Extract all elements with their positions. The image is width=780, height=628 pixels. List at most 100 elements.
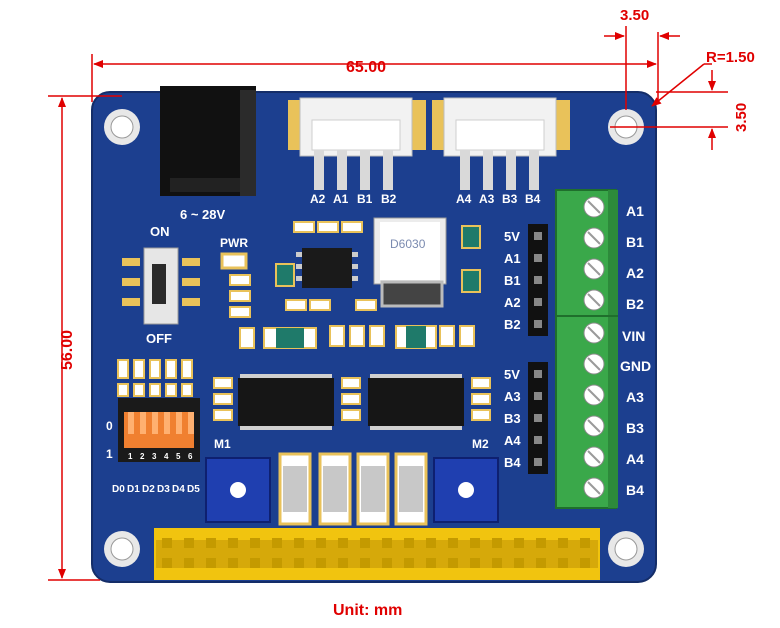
pwr-led — [220, 252, 248, 270]
gpio-pin — [426, 538, 436, 548]
gpio-pin — [382, 538, 392, 548]
dip-label-d4: D4 — [172, 484, 185, 495]
gpio-pin — [536, 538, 546, 548]
mounting-hole-bottom-left — [104, 531, 140, 567]
connector1-pin-b1: B1 — [357, 192, 373, 206]
height-value: 56.00 — [59, 330, 76, 370]
pin-header-1 — [528, 224, 548, 336]
pin-header-2 — [528, 362, 548, 474]
dip-zero-label: 0 — [106, 419, 113, 433]
connector1-pin-b2: B2 — [381, 192, 397, 206]
gpio-pin — [514, 558, 524, 568]
dc-power-jack — [160, 86, 256, 196]
terminal-label-a2: A2 — [626, 265, 644, 281]
terminal-label-b4: B4 — [626, 482, 644, 498]
gpio-pin — [228, 538, 238, 548]
power-input-label: 6 ~ 28V — [180, 207, 226, 222]
dip-label-d3: D3 — [157, 484, 170, 495]
pwr-led-label: PWR — [220, 236, 248, 250]
inductor — [373, 217, 447, 285]
dip-number-3: 3 — [152, 452, 157, 461]
motor1-label: M1 — [214, 437, 231, 451]
gpio-pin — [338, 538, 348, 548]
capacitor-2 — [461, 225, 481, 249]
hole-offset-y-value: 3.50 — [733, 103, 750, 132]
dip-number-2: 2 — [140, 452, 145, 461]
gpio-pin — [382, 558, 392, 568]
gpio-pin — [162, 558, 172, 568]
gpio-pins — [162, 538, 590, 568]
gpio-pin — [558, 538, 568, 548]
hole-offset-x-value: 3.50 — [620, 7, 649, 24]
gpio-pin — [294, 558, 304, 568]
dip-label-d0: D0 — [112, 484, 125, 495]
switch-on-label: ON — [150, 224, 170, 239]
gpio-pin — [184, 558, 194, 568]
connector2-pin-b4: B4 — [525, 192, 541, 206]
smd-components-middle — [239, 325, 475, 349]
smd-components-left — [229, 221, 377, 318]
gpio-pin — [184, 538, 194, 548]
gpio-pin — [448, 558, 458, 568]
terminal-label-gnd: GND — [620, 358, 651, 374]
terminal-label-b3: B3 — [626, 420, 644, 436]
mounting-hole-bottom-right — [608, 531, 644, 567]
inductor-marking: D6030 — [390, 237, 426, 251]
gpio-pin — [448, 538, 458, 548]
smd-components-driver — [213, 377, 491, 421]
smd-resistor-row — [117, 359, 193, 397]
dip-one-label: 1 — [106, 447, 113, 461]
gpio-pin — [272, 558, 282, 568]
capacitor-1 — [275, 263, 295, 287]
gpio-pin — [580, 558, 590, 568]
gpio-pin — [294, 538, 304, 548]
header1-pin-a1: A1 — [504, 251, 521, 266]
header2-pin-b3: B3 — [504, 411, 521, 426]
dip-number-5: 5 — [176, 452, 181, 461]
connector1-pin-a2: A2 — [310, 192, 326, 206]
terminal-label-vin: VIN — [622, 328, 645, 344]
connector2-pin-a4: A4 — [456, 192, 472, 206]
terminal-label-a4: A4 — [626, 451, 644, 467]
hole-offset-x-dimension — [604, 26, 680, 110]
gpio-pin — [426, 558, 436, 568]
diode — [380, 280, 444, 308]
motor-connector-2 — [432, 97, 570, 190]
header1-pin-b2: B2 — [504, 317, 521, 332]
connector2-pin-a3: A3 — [479, 192, 495, 206]
dip-number-1: 1 — [128, 452, 133, 461]
gpio-pin — [316, 558, 326, 568]
screw-terminal-block — [555, 189, 618, 509]
terminal-label-b1: B1 — [626, 234, 644, 250]
header2-pin-5v: 5V — [504, 367, 520, 382]
mounting-hole-top-left — [104, 109, 140, 145]
header1-pin-5v: 5V — [504, 229, 520, 244]
power-switch — [122, 247, 200, 325]
header1-pin-b1: B1 — [504, 273, 521, 288]
motor-driver-ic-2 — [368, 374, 464, 430]
gpio-pin — [250, 538, 260, 548]
connector1-pin-a1: A1 — [333, 192, 349, 206]
gpio-pin — [162, 538, 172, 548]
potentiometer-2 — [433, 457, 499, 523]
gpio-pin — [272, 538, 282, 548]
radius-value: R=1.50 — [706, 49, 755, 66]
dip-switch — [118, 398, 200, 462]
connector2-pin-b3: B3 — [502, 192, 518, 206]
width-value: 65.00 — [346, 59, 386, 76]
dip-label-d1: D1 — [127, 484, 140, 495]
capacitor-3 — [461, 269, 481, 293]
dip-label-d2: D2 — [142, 484, 155, 495]
potentiometer-1 — [205, 457, 271, 523]
header1-pin-a2: A2 — [504, 295, 521, 310]
gpio-pin — [228, 558, 238, 568]
dip-number-4: 4 — [164, 452, 169, 461]
gpio-pin — [580, 538, 590, 548]
hole-offset-y-dimension — [610, 70, 728, 150]
gpio-pin — [360, 538, 370, 548]
motor-driver-ic-1 — [238, 374, 334, 430]
motor-connector-1 — [288, 97, 426, 190]
gpio-pin — [338, 558, 348, 568]
gpio-pin — [514, 538, 524, 548]
terminal-label-b2: B2 — [626, 296, 644, 312]
